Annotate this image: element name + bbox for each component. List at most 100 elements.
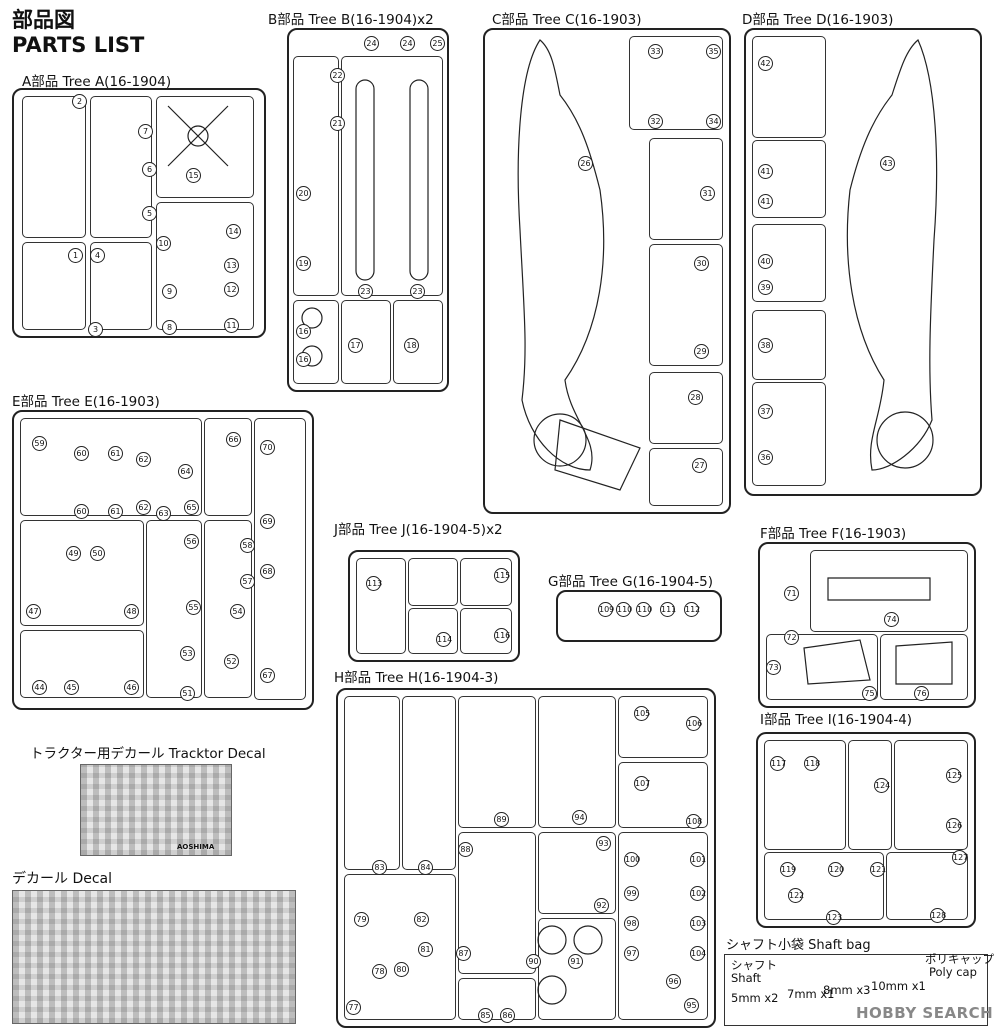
- part-number-g: 111: [660, 602, 676, 617]
- tree-e-sprue: [12, 410, 314, 710]
- tree-c-cell-33-35: [629, 36, 723, 130]
- part-number-h: 100: [624, 852, 640, 867]
- panel-f-76: [895, 641, 953, 685]
- part-number-g: 112: [684, 602, 700, 617]
- shaft-bag-box: シャフト Shaft ポリキャップ Poly cap 5mm x2 7mm x1…: [724, 952, 994, 1026]
- tracktor-decal-pattern: [81, 765, 231, 855]
- part-number-d: 41: [758, 164, 773, 179]
- tree-b-title: B部品 Tree B(16-1904)x2: [268, 12, 434, 28]
- main-decal-pattern: [13, 891, 295, 1023]
- tree-j-title: J部品 Tree J(16-1904-5)x2: [334, 522, 503, 538]
- part-number-e: 62: [136, 500, 151, 515]
- part-number-a: 7: [138, 124, 153, 139]
- part-number-b: 22: [330, 68, 345, 83]
- part-number-h: 82: [414, 912, 429, 927]
- part-number-e: 54: [230, 604, 245, 619]
- tree-d-cell-41: [752, 140, 826, 218]
- part-number-a: 2: [72, 94, 87, 109]
- part-number-h: 88: [458, 842, 473, 857]
- part-number-e: 64: [178, 464, 193, 479]
- part-number-e: 53: [180, 646, 195, 661]
- part-number-h: 89: [494, 812, 509, 827]
- part-number-f: 72: [784, 630, 799, 645]
- part-number-e: 69: [260, 514, 275, 529]
- part-number-e: 55: [186, 600, 201, 615]
- part-number-d: 37: [758, 404, 773, 419]
- tree-b-sprue: [287, 28, 449, 392]
- part-number-b: 18: [404, 338, 419, 353]
- part-number-f: 71: [784, 586, 799, 601]
- part-number-c: 34: [706, 114, 721, 129]
- part-number-i: 127: [952, 850, 968, 865]
- tree-a-cell-small-parts: [156, 202, 254, 330]
- part-number-f: 74: [884, 612, 899, 627]
- part-number-h: 80: [394, 962, 409, 977]
- rotor-hub-a: [167, 105, 229, 167]
- tree-d-sprue: [744, 28, 982, 496]
- part-number-g: 109: [598, 602, 614, 617]
- tree-e-cell-44-46: [20, 630, 144, 698]
- part-number-e: 47: [26, 604, 41, 619]
- tree-i-cell-124: [886, 852, 968, 920]
- part-number-j: 116: [494, 628, 510, 643]
- tree-e-cell-51-56: [146, 520, 202, 698]
- tree-h-cell-77-82: [344, 874, 456, 1020]
- part-number-e: 57: [240, 574, 255, 589]
- tree-d-cell-42: [752, 36, 826, 138]
- tree-h-cell-85-86: [458, 978, 536, 1020]
- part-number-e: 51: [180, 686, 195, 701]
- part-number-i: 122: [788, 888, 804, 903]
- part-number-e: 70: [260, 440, 275, 455]
- tree-h-cell-89: [458, 696, 536, 828]
- tree-a-cell-grille: [22, 242, 86, 330]
- part-number-e: 52: [224, 654, 239, 669]
- part-number-h: 91: [568, 954, 583, 969]
- tree-c-title: C部品 Tree C(16-1903): [492, 12, 642, 28]
- part-number-d: 36: [758, 450, 773, 465]
- part-number-e: 68: [260, 564, 275, 579]
- tree-i-cell-125: [848, 740, 892, 850]
- part-number-g: 110: [616, 602, 632, 617]
- part-number-e: 56: [184, 534, 199, 549]
- part-number-c: 30: [694, 256, 709, 271]
- part-number-a: 8: [162, 320, 177, 335]
- tree-c-cell-29-30: [649, 244, 723, 366]
- part-number-i: 120: [828, 862, 844, 877]
- watermark: HOBBY SEARCH: [856, 1004, 994, 1022]
- tree-h-title: H部品 Tree H(16-1904-3): [334, 670, 499, 686]
- part-number-h: 84: [418, 860, 433, 875]
- tree-e-cell-47-50: [20, 520, 144, 626]
- part-number-b: 17: [348, 338, 363, 353]
- main-decal-sheet: [12, 890, 296, 1024]
- tree-a-title: A部品 Tree A(16-1904): [22, 74, 172, 90]
- tree-h-cell-95-104: [618, 832, 708, 1020]
- part-number-a: 15: [186, 168, 201, 183]
- rotor-center-a: [187, 125, 209, 147]
- shaft-5mm: 5mm x2: [731, 991, 779, 1005]
- tree-h-cell-92-93: [538, 832, 616, 914]
- part-number-e: 63: [156, 506, 171, 521]
- part-number-c: 29: [694, 344, 709, 359]
- part-number-f: 75: [862, 686, 877, 701]
- part-number-i: 128: [930, 908, 946, 923]
- shaft-7mm: 7mm x1: [787, 987, 835, 1001]
- tree-g-title: G部品 Tree G(16-1904-5): [548, 574, 714, 590]
- part-number-b: 23: [410, 284, 425, 299]
- tree-c-cell-28: [649, 372, 723, 444]
- tree-e-title: E部品 Tree E(16-1903): [12, 394, 160, 410]
- part-number-e: 67: [260, 668, 275, 683]
- part-number-i: 121: [870, 862, 886, 877]
- part-number-h: 106: [686, 716, 702, 731]
- part-number-h: 94: [572, 810, 587, 825]
- shaft-label-jp: シャフト: [731, 958, 777, 972]
- part-number-a: 11: [224, 318, 239, 333]
- part-number-h: 95: [684, 998, 699, 1013]
- part-number-h: 103: [690, 916, 706, 931]
- part-number-d: 41: [758, 194, 773, 209]
- part-number-e: 48: [124, 604, 139, 619]
- tail-boom-c: [554, 419, 641, 491]
- part-number-a: 12: [224, 282, 239, 297]
- float-b-2: [409, 79, 429, 281]
- part-number-d: 42: [758, 56, 773, 71]
- part-number-e: 65: [184, 500, 199, 515]
